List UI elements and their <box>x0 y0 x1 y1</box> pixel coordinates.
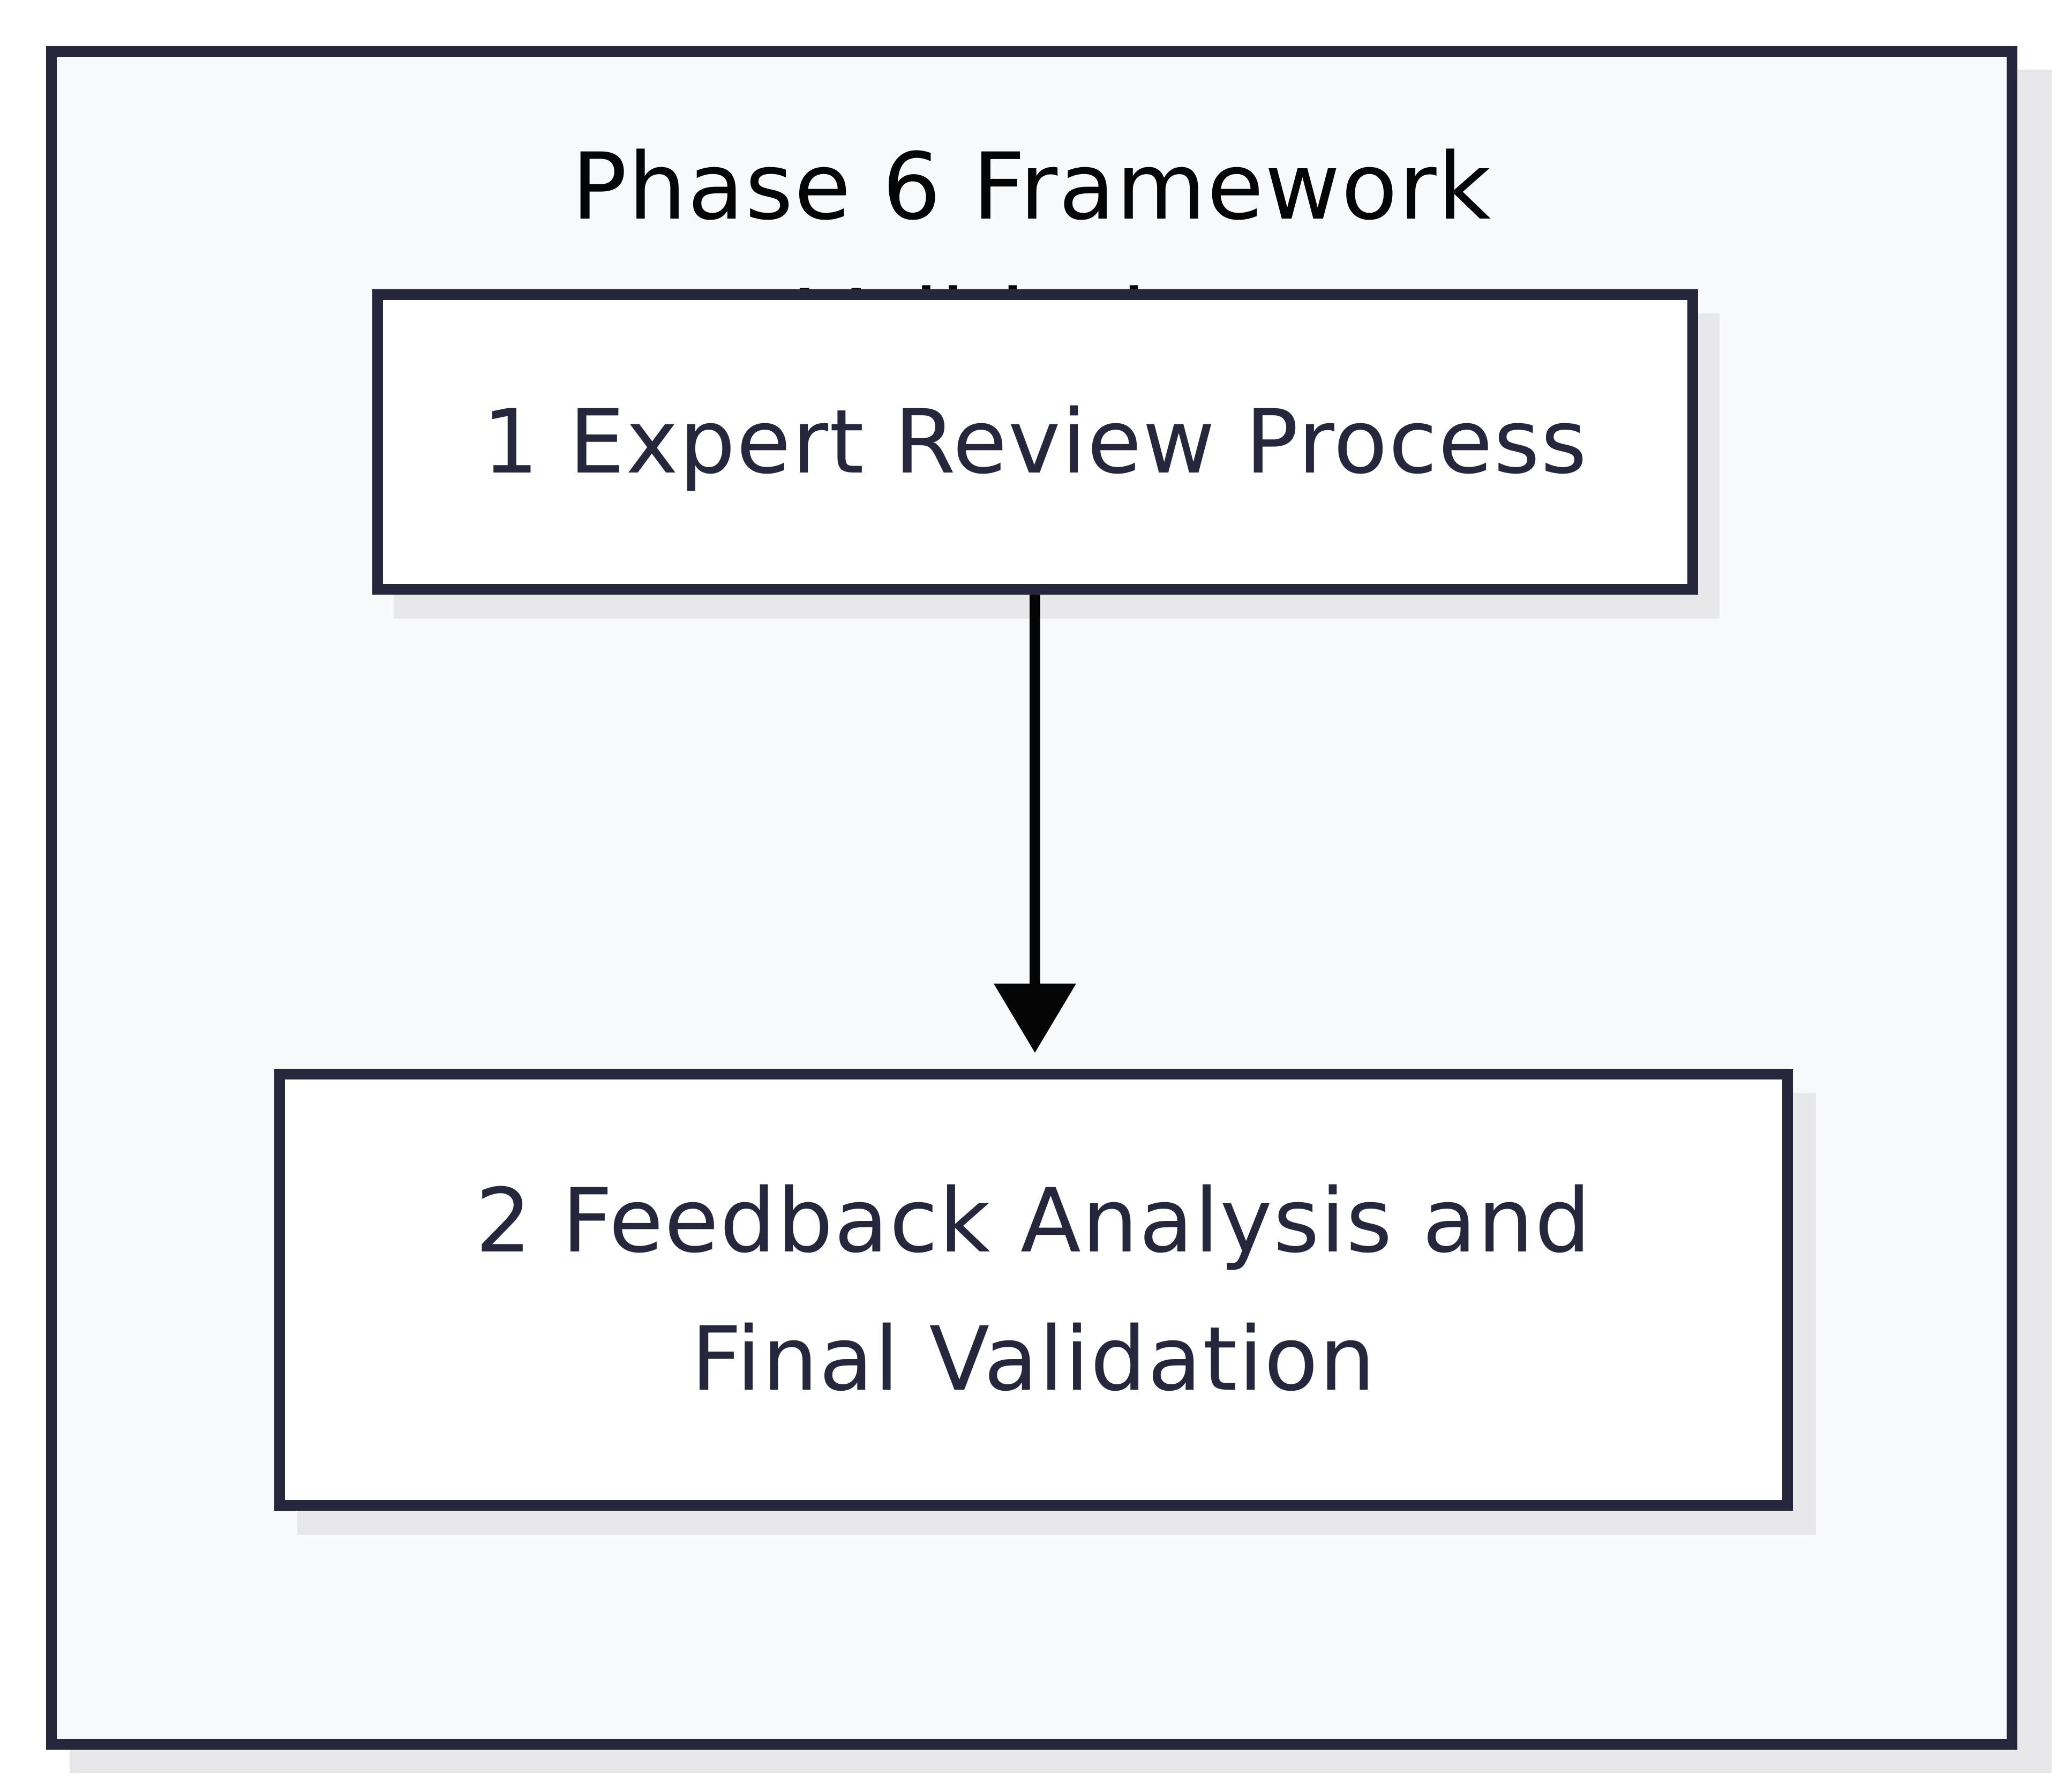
node-feedback-analysis[interactable]: 2 Feedback Analysis and Final Validation <box>274 1069 1793 1511</box>
node-expert-review-label: 1 Expert Review Process <box>482 391 1588 493</box>
node-feedback-analysis-line1: 2 Feedback Analysis and <box>475 1169 1592 1272</box>
node-feedback-analysis-label: 2 Feedback Analysis and Final Validation <box>475 1152 1591 1428</box>
frame-title-line1: Phase 6 Framework <box>571 133 1492 241</box>
node-expert-review[interactable]: 1 Expert Review Process <box>372 289 1698 595</box>
arrowhead-icon <box>994 984 1076 1053</box>
node-feedback-analysis-line2: Final Validation <box>690 1307 1377 1411</box>
